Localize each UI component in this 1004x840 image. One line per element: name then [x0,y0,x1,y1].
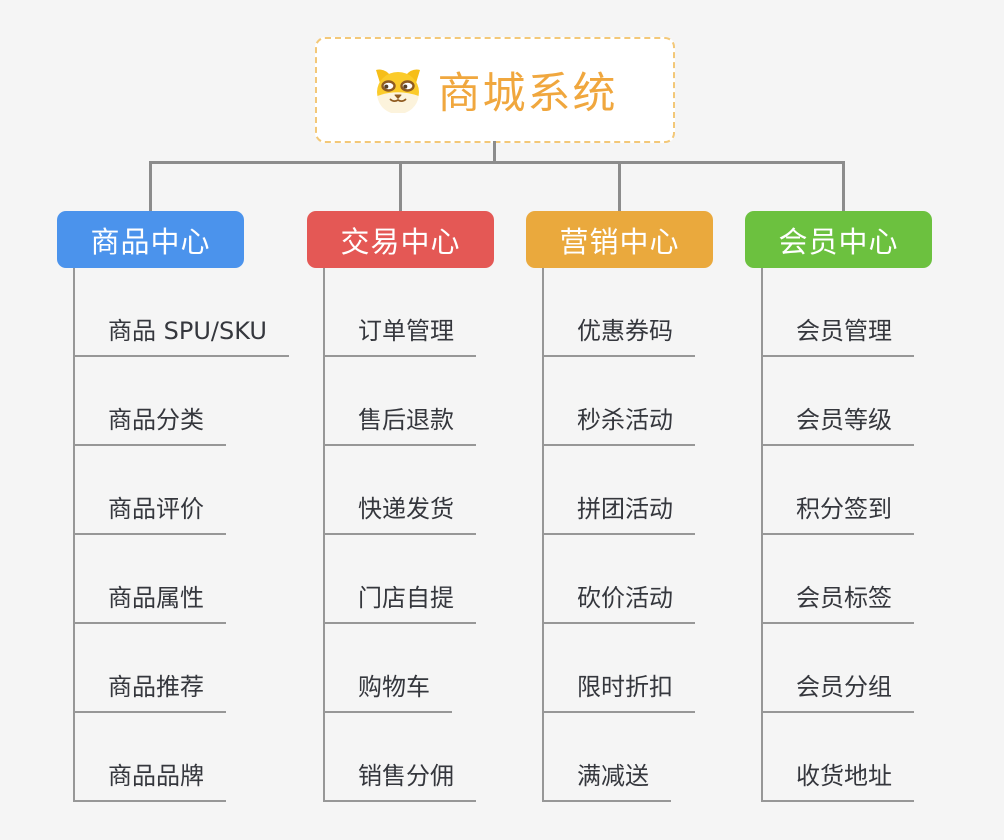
leaf-item[interactable]: 会员分组 [763,667,914,713]
leaf-row: 商品 SPU/SKU [75,268,289,357]
leaf-row: 砍价活动 [544,535,695,624]
leaf-row: 订单管理 [325,268,476,357]
leaf-row: 商品分类 [75,357,289,446]
leaf-row: 会员标签 [763,535,914,624]
leaf-row: 收货地址 [763,713,914,802]
leaf-row: 秒杀活动 [544,357,695,446]
leaf-item[interactable]: 拼团活动 [544,489,695,535]
leaf-item[interactable]: 门店自提 [325,578,476,624]
leaf-row: 商品评价 [75,446,289,535]
dog-face-icon [373,67,423,115]
leaf-item[interactable]: 砍价活动 [544,578,695,624]
branch-items-product-center: 商品 SPU/SKU 商品分类 商品评价 商品属性 商品推荐 商品品牌 [73,268,289,802]
leaf-row: 会员分组 [763,624,914,713]
leaf-item[interactable]: 商品推荐 [75,667,226,713]
leaf-row: 商品品牌 [75,713,289,802]
leaf-item[interactable]: 会员等级 [763,400,914,446]
leaf-row: 拼团活动 [544,446,695,535]
leaf-row: 购物车 [325,624,476,713]
connector-drop-marketing [618,161,621,212]
leaf-item[interactable]: 满减送 [544,756,671,802]
branch-header-trade-center[interactable]: 交易中心 [307,211,494,268]
leaf-item[interactable]: 售后退款 [325,400,476,446]
connector-horizontal-line [149,161,845,164]
connector-drop-trade [399,161,402,212]
leaf-item[interactable]: 优惠券码 [544,311,695,357]
leaf-row: 商品推荐 [75,624,289,713]
leaf-item[interactable]: 商品分类 [75,400,226,446]
leaf-item[interactable]: 购物车 [325,667,452,713]
leaf-row: 销售分佣 [325,713,476,802]
connector-drop-member [842,161,845,212]
branch-header-product-center[interactable]: 商品中心 [57,211,244,268]
branch-header-marketing-center[interactable]: 营销中心 [526,211,713,268]
leaf-item[interactable]: 限时折扣 [544,667,695,713]
branch-items-marketing-center: 优惠券码 秒杀活动 拼团活动 砍价活动 限时折扣 满减送 [542,268,695,802]
leaf-row: 快递发货 [325,446,476,535]
leaf-row: 优惠券码 [544,268,695,357]
leaf-row: 商品属性 [75,535,289,624]
leaf-item[interactable]: 积分签到 [763,489,914,535]
leaf-item[interactable]: 订单管理 [325,311,476,357]
leaf-row: 会员管理 [763,268,914,357]
connector-root-stub [493,141,496,163]
leaf-row: 会员等级 [763,357,914,446]
leaf-row: 限时折扣 [544,624,695,713]
branch-items-trade-center: 订单管理 售后退款 快递发货 门店自提 购物车 销售分佣 [323,268,476,802]
leaf-row: 售后退款 [325,357,476,446]
branch-header-member-center[interactable]: 会员中心 [745,211,932,268]
leaf-item[interactable]: 快递发货 [325,489,476,535]
leaf-item[interactable]: 商品品牌 [75,756,226,802]
leaf-item[interactable]: 商品评价 [75,489,226,535]
leaf-item[interactable]: 会员管理 [763,311,914,357]
connector-drop-product [149,161,152,212]
leaf-item[interactable]: 收货地址 [763,756,914,802]
leaf-row: 积分签到 [763,446,914,535]
leaf-item[interactable]: 商品 SPU/SKU [75,311,289,357]
root-node[interactable]: 商城系统 [315,37,675,143]
leaf-item[interactable]: 销售分佣 [325,756,476,802]
branch-items-member-center: 会员管理 会员等级 积分签到 会员标签 会员分组 收货地址 [761,268,914,802]
root-title: 商城系统 [437,69,618,119]
leaf-row: 满减送 [544,713,695,802]
leaf-item[interactable]: 秒杀活动 [544,400,695,446]
leaf-item[interactable]: 商品属性 [75,578,226,624]
leaf-row: 门店自提 [325,535,476,624]
leaf-item[interactable]: 会员标签 [763,578,914,624]
